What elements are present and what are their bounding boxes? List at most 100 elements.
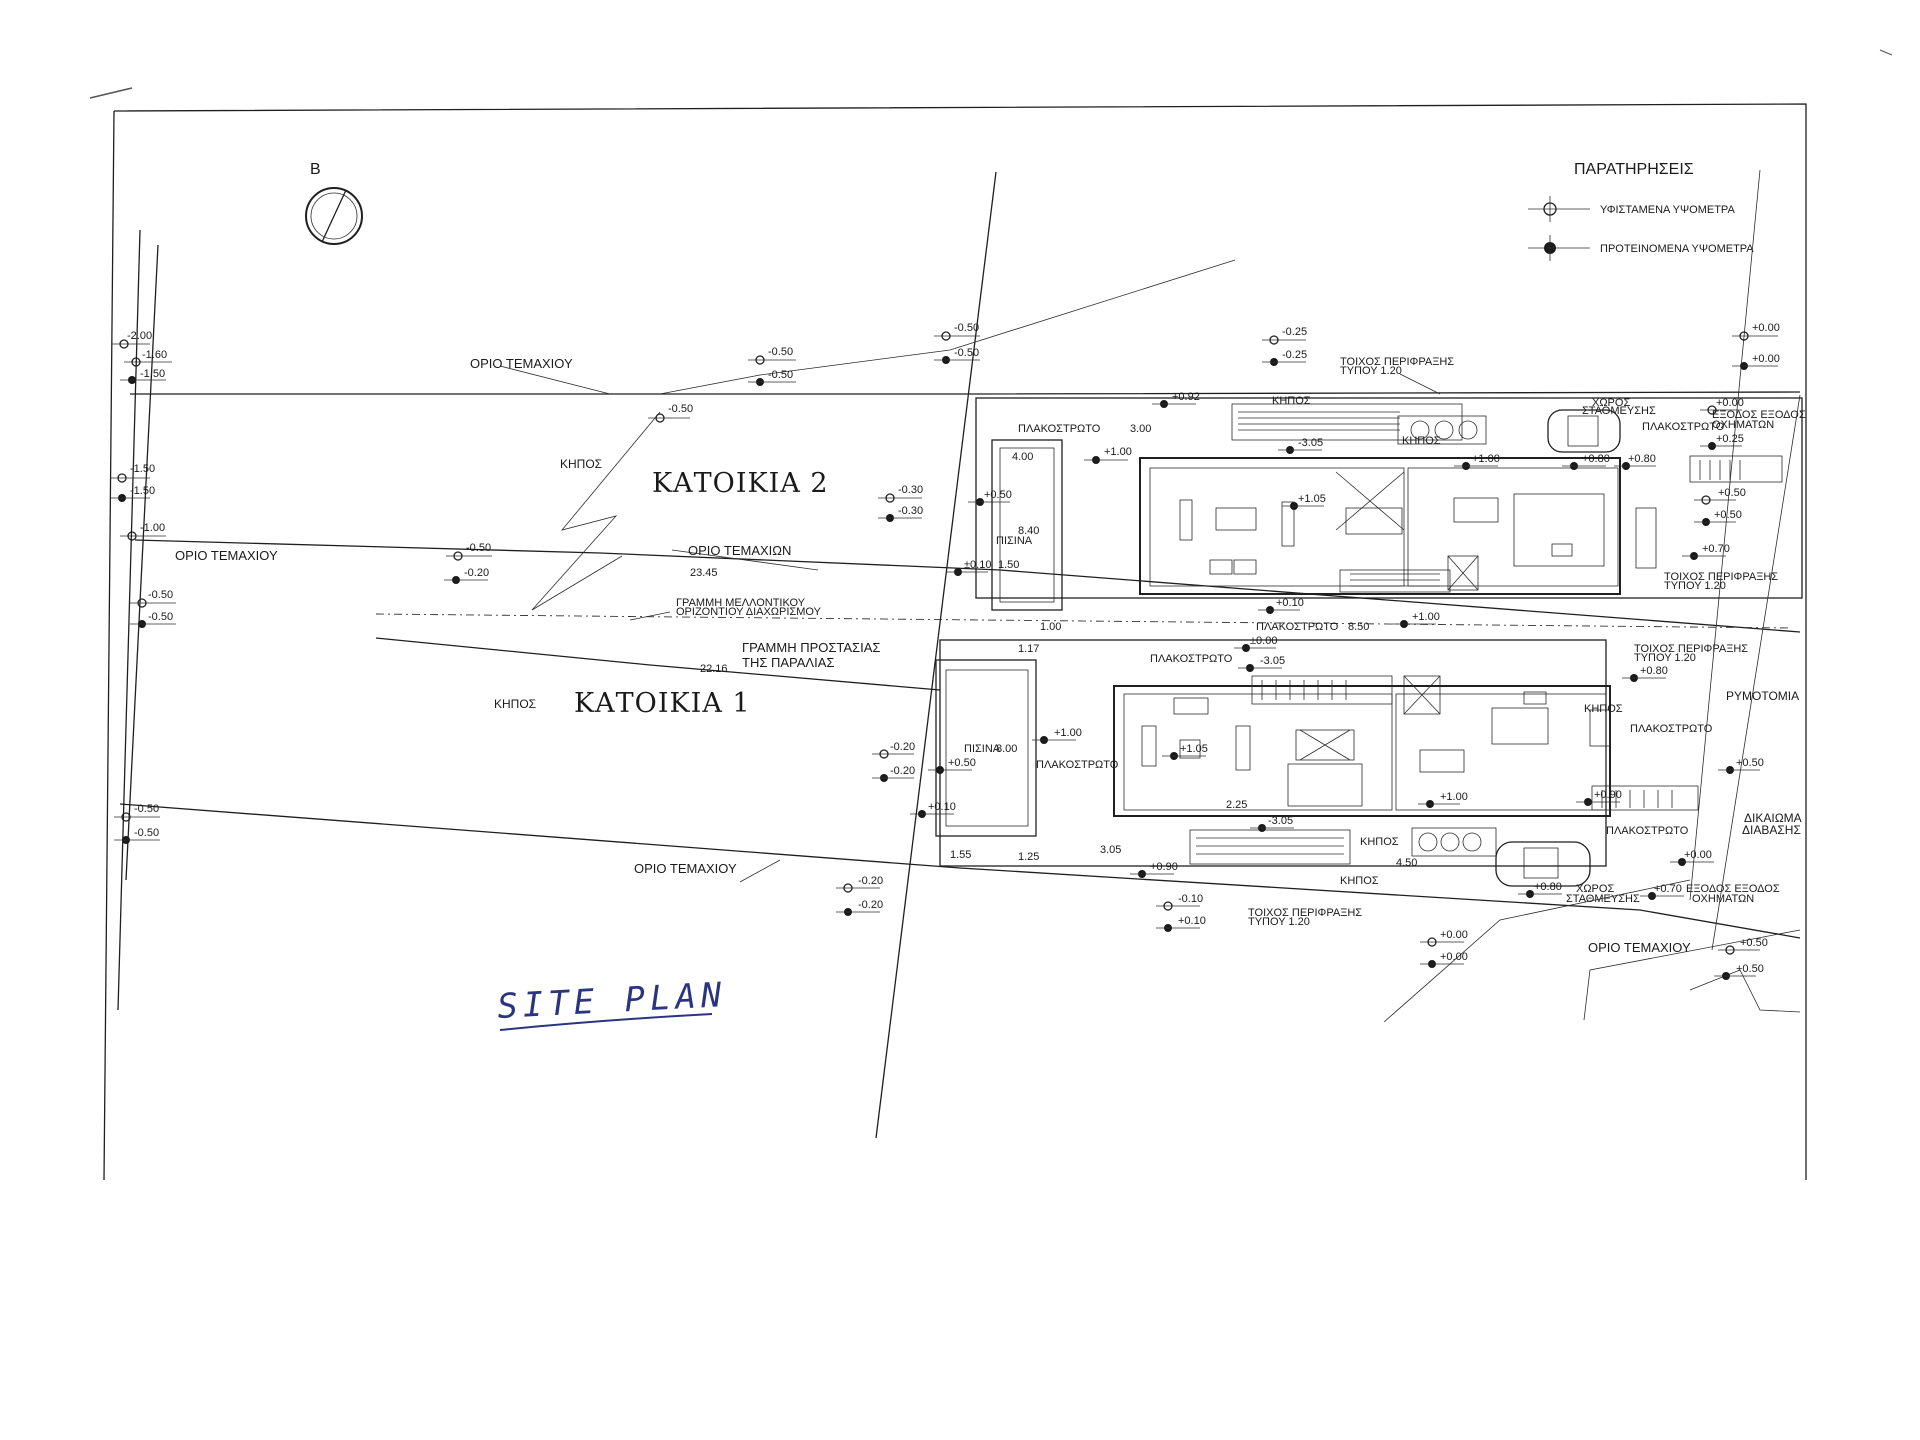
plots-boundary-label: ΟΡΙΟ ΤΕΜΑΧΙΩΝ [688, 543, 791, 558]
leader [671, 549, 819, 571]
level-marker-icon [1576, 798, 1620, 806]
garden-label-h1-bottom: ΚΗΠΟΣ [1340, 875, 1379, 887]
level-marker-icon [1562, 462, 1606, 470]
level-marker-icon [1420, 937, 1464, 947]
fence-label-h2-side-2: ΤΥΠΟΥ 1.20 [1664, 580, 1726, 592]
level-label: -1.50 [130, 463, 155, 475]
level-marker-icon [446, 551, 492, 561]
fence-label-top-2: ΤΥΠΟΥ 1.20 [1340, 365, 1402, 377]
level-label: -3.05 [1268, 815, 1293, 827]
level-marker-icon [1258, 606, 1300, 614]
legend: ΠΑΡΑΤΗΡΗΣΕΙΣ ΥΦΙΣΤΑΜΕΝΑ ΥΨΟΜΕΤΡΑ ΠΡΟΤΕΙΝ… [1528, 161, 1754, 261]
level-marker-icon [968, 498, 1010, 506]
level-label: +0.00 [1716, 397, 1744, 409]
level-label: -0.50 [148, 611, 173, 623]
level-marker-icon [1732, 331, 1778, 341]
level-marker-icon [1682, 552, 1726, 560]
level-label: -3.05 [1260, 655, 1285, 667]
level-label: +0.70 [1702, 543, 1730, 555]
fence-label-h1-1: ΤΟΙΧΟΣ ΠΕΡΙΦΡΑΞΗΣ [1634, 643, 1748, 655]
level-marker-icon [1152, 400, 1196, 408]
future-division-line [375, 613, 1793, 629]
paving-label-h2-bottom: ΠΛΑΚΟΣΤΡΩΤΟ [1256, 621, 1339, 633]
level-label: -1.50 [130, 485, 155, 497]
level-marker-icon [872, 774, 914, 782]
house-1-plan [935, 639, 1699, 887]
level-marker-icon [928, 766, 972, 774]
level-marker-icon [1732, 362, 1778, 370]
level-marker-icon [1694, 518, 1736, 526]
level-marker-icon [1418, 800, 1460, 808]
proposed-level-symbol-icon [1528, 235, 1590, 261]
beach-protection-line [375, 637, 941, 691]
plot-boundary-label-top: ΟΡΙΟ ΤΕΜΑΧΙΟΥ [470, 356, 573, 371]
level-label: -0.25 [1282, 326, 1307, 338]
garden-label-h1-right: ΚΗΠΟΣ [1584, 703, 1623, 715]
level-label: +1.00 [1472, 453, 1500, 465]
garden-label-h2-small: ΚΗΠΟΣ [1402, 435, 1441, 447]
legend-existing: ΥΦΙΣΤΑΜΕΝΑ ΥΨΟΜΕΤΡΑ [1600, 204, 1735, 216]
legend-title: ΠΑΡΑΤΗΡΗΣΕΙΣ [1574, 161, 1694, 178]
beach-line-label-2: ΤΗΣ ΠΑΡΑΛΙΑΣ [742, 655, 834, 670]
dim-3-00: 3.00 [1130, 423, 1151, 435]
future-line-label-1: ΓΡΑΜΜΗ ΜΕΛΛΟΝΤΙΚΟΥ [676, 597, 806, 609]
level-label: ±0.10 [964, 559, 991, 571]
level-label: +0.00 [1440, 929, 1468, 941]
level-marker-icon [1670, 858, 1714, 866]
level-label: +0.00 [1684, 849, 1712, 861]
level-marker-icon [1700, 405, 1742, 415]
level-label: +1.00 [1440, 791, 1468, 803]
scan-mark [1879, 49, 1893, 56]
fence-label-h1-2: ΤΥΠΟΥ 1.20 [1634, 652, 1696, 664]
level-marker-icon [1130, 870, 1174, 878]
level-marker-icon [934, 331, 980, 341]
level-label: +0.00 [1752, 322, 1780, 334]
level-label: -1.60 [142, 349, 167, 361]
paving-label-h1-left: ΠΛΑΚΟΣΤΡΩΤΟ [1036, 759, 1119, 771]
level-marker-icon [1156, 924, 1200, 932]
level-label: -0.20 [858, 899, 883, 911]
level-marker-icon [1262, 335, 1306, 345]
level-label: -0.20 [890, 741, 915, 753]
garden-label-2: ΚΗΠΟΣ [560, 457, 602, 471]
future-line-label-2: ΟΡΙΖΟΝΤΙΟΥ ΔΙΑΧΩΡΙΣΜΟΥ [676, 606, 822, 618]
level-label: +0.00 [1440, 951, 1468, 963]
exit-label-h1-1: ΕΞΟΔΟΣ ΕΞΟΔΟΣ [1686, 883, 1780, 895]
level-label: -0.50 [466, 542, 491, 554]
level-label: +1.00 [1104, 446, 1132, 458]
level-marker-icon [934, 356, 980, 364]
level-label: -0.50 [134, 827, 159, 839]
level-marker-icon [1518, 890, 1562, 898]
level-label: -0.25 [1282, 349, 1307, 361]
parking-label-h1-1: ΧΩΡΟΣ [1576, 883, 1614, 895]
dim-1-55: 1.55 [950, 849, 971, 861]
beach-line-label-1: ΓΡΑΜΜΗ ΠΡΟΣΤΑΣΙΑΣ [742, 640, 880, 655]
level-marker-icon [120, 376, 166, 384]
top-boundary-jog [659, 259, 1236, 395]
level-marker-icon [836, 908, 880, 916]
level-label: -0.30 [898, 484, 923, 496]
level-label: -2.00 [127, 330, 152, 342]
level-label: -0.50 [954, 322, 979, 334]
dim-1-50: 1.50 [998, 559, 1019, 571]
level-marker-icon [872, 749, 914, 759]
leader [1399, 373, 1441, 395]
level-marker-icon [1454, 462, 1498, 470]
level-marker-icon [120, 531, 166, 541]
exit-label-h2-1: ΕΞΟΔΟΣ ΕΞΟΔΟΣ [1712, 409, 1806, 421]
level-marker-icon [648, 413, 690, 423]
exit-label-h2-2: ΟΧΗΜΑΤΩΝ [1712, 419, 1774, 431]
level-label: +0.10 [928, 801, 956, 813]
paving-label-h2-right: ΠΛΑΚΟΣΤΡΩΤΟ [1642, 421, 1725, 433]
fence-label-bottom-2: ΤΥΠΟΥ 1.20 [1248, 916, 1310, 928]
title-underline [499, 1013, 713, 1031]
level-label: +0.10 [1178, 915, 1206, 927]
paving-label-h2-top: ΠΛΑΚΟΣΤΡΩΤΟ [1018, 423, 1101, 435]
scan-mark [89, 87, 133, 99]
level-marker-icon [114, 812, 160, 822]
dim-4-50: 4.50 [1396, 857, 1417, 869]
dim-1-17: 1.17 [1018, 643, 1039, 655]
right-of-way-label-2: ΔΙΑΒΑΣΗΣ [1742, 823, 1801, 837]
level-marker-icon [748, 378, 796, 386]
